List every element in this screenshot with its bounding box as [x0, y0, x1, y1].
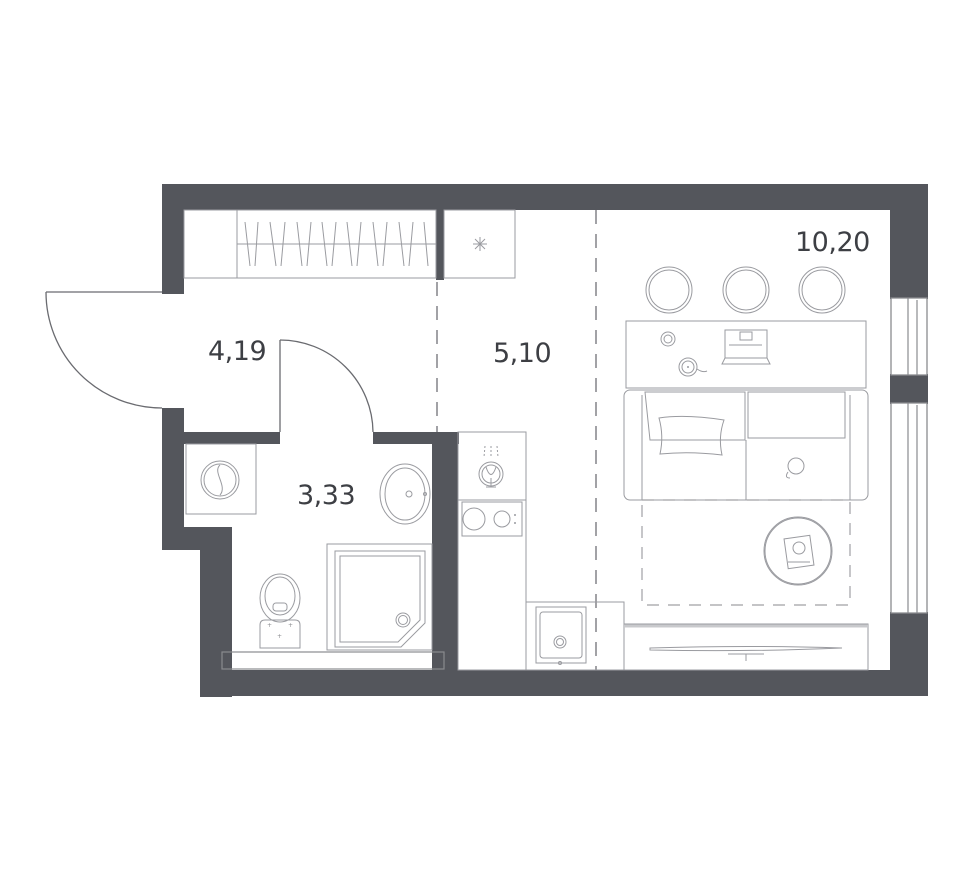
walls [162, 184, 928, 697]
cup-icon [660, 331, 676, 347]
living-room-area-label: 10,20 [795, 227, 870, 258]
bath-top-wall-left [184, 432, 280, 444]
coffee-table-icon [763, 516, 833, 586]
teapot-icon [678, 357, 708, 377]
svg-text:+: + [277, 633, 282, 640]
kitchen-counter [457, 431, 625, 671]
svg-text:+: + [267, 622, 272, 629]
windows [890, 297, 928, 614]
sink-icon [379, 463, 431, 525]
shower-tray-icon [326, 543, 433, 651]
right-wall-bottom [890, 612, 928, 696]
sofa-icon [623, 389, 869, 501]
range-hood-icon [478, 445, 504, 488]
fridge [443, 209, 516, 279]
bottom-wall [200, 670, 928, 696]
top-wall [162, 184, 928, 210]
tv-icon [623, 623, 869, 671]
toy-icon [785, 457, 805, 479]
chair-icon [722, 266, 770, 314]
cooktop-icon [462, 507, 516, 531]
chair-icon [645, 266, 693, 314]
toilet-icon: + + + [259, 573, 301, 649]
bath-right-wall [432, 432, 458, 670]
left-wall-lower [162, 408, 184, 550]
kitchen-area-label: 5,10 [493, 338, 551, 369]
window-upper [890, 297, 928, 376]
chairs [645, 266, 846, 314]
kitchen-partition [436, 208, 444, 280]
desk-icon [625, 320, 867, 389]
left-wall-upper [162, 184, 184, 294]
window-lower [890, 402, 928, 614]
bathroom-door[interactable] [279, 339, 374, 433]
laptop-icon [721, 329, 771, 365]
right-wall-top [890, 184, 928, 299]
bath-bottom-strip [221, 651, 445, 670]
chair-icon [798, 266, 846, 314]
bathroom-area-label: 3,33 [297, 480, 355, 511]
snowflake-icon [473, 237, 487, 251]
right-wall-mid [890, 374, 928, 404]
entrance-door[interactable] [45, 291, 163, 409]
svg-text:+: + [288, 622, 293, 629]
hallway-area-label: 4,19 [208, 336, 266, 367]
wardrobe-icon [183, 209, 437, 279]
rug-outline [641, 499, 851, 606]
washing-machine-icon [185, 443, 257, 515]
kitchen-sink-icon [535, 606, 587, 665]
